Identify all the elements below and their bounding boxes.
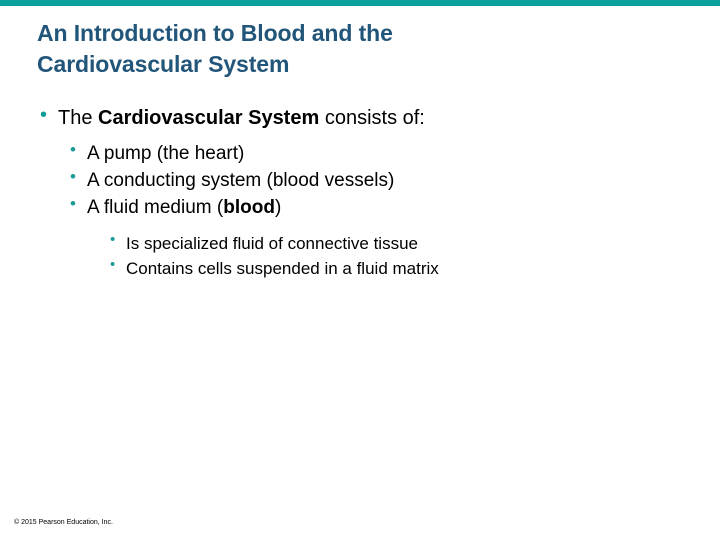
slide-body: • The Cardiovascular System consists of:… — [0, 104, 720, 281]
bullet-group-level-2: • A pump (the heart) • A conducting syst… — [0, 140, 720, 221]
bullet-group-level-1: • The Cardiovascular System consists of: — [0, 104, 720, 133]
bullet-dot-icon: • — [110, 231, 116, 248]
bullet-dot-icon: • — [110, 256, 116, 273]
bullet-group-level-3: • Is specialized fluid of connective tis… — [0, 231, 720, 281]
list-item-text: The Cardiovascular System consists of: — [58, 107, 425, 129]
list-item-text: A fluid medium (blood) — [87, 197, 282, 218]
list-item-text: Contains cells suspended in a fluid matr… — [126, 259, 439, 278]
bullet-dot-icon: • — [40, 104, 48, 126]
list-item: • Is specialized fluid of connective tis… — [0, 231, 720, 256]
list-item: • The Cardiovascular System consists of: — [0, 104, 720, 133]
list-item: • A conducting system (blood vessels) — [0, 167, 720, 194]
copyright-footer: © 2015 Pearson Education, Inc. — [14, 519, 113, 526]
list-item: • A fluid medium (blood) — [0, 194, 720, 221]
page-title-line-2: Cardiovascular System — [37, 51, 290, 77]
bullet-dot-icon: • — [70, 194, 76, 213]
bullet-dot-icon: • — [70, 140, 76, 159]
list-item-text: A pump (the heart) — [87, 143, 245, 164]
list-item-text: A conducting system (blood vessels) — [87, 170, 395, 191]
page-title: An Introduction to Blood and the Cardiov… — [37, 18, 637, 80]
page-title-line-1: An Introduction to Blood and the — [37, 20, 393, 46]
bullet-dot-icon: • — [70, 167, 76, 186]
accent-bar — [0, 0, 720, 6]
list-item-text: Is specialized fluid of connective tissu… — [126, 234, 418, 253]
list-item: • Contains cells suspended in a fluid ma… — [0, 256, 720, 281]
list-item: • A pump (the heart) — [0, 140, 720, 167]
